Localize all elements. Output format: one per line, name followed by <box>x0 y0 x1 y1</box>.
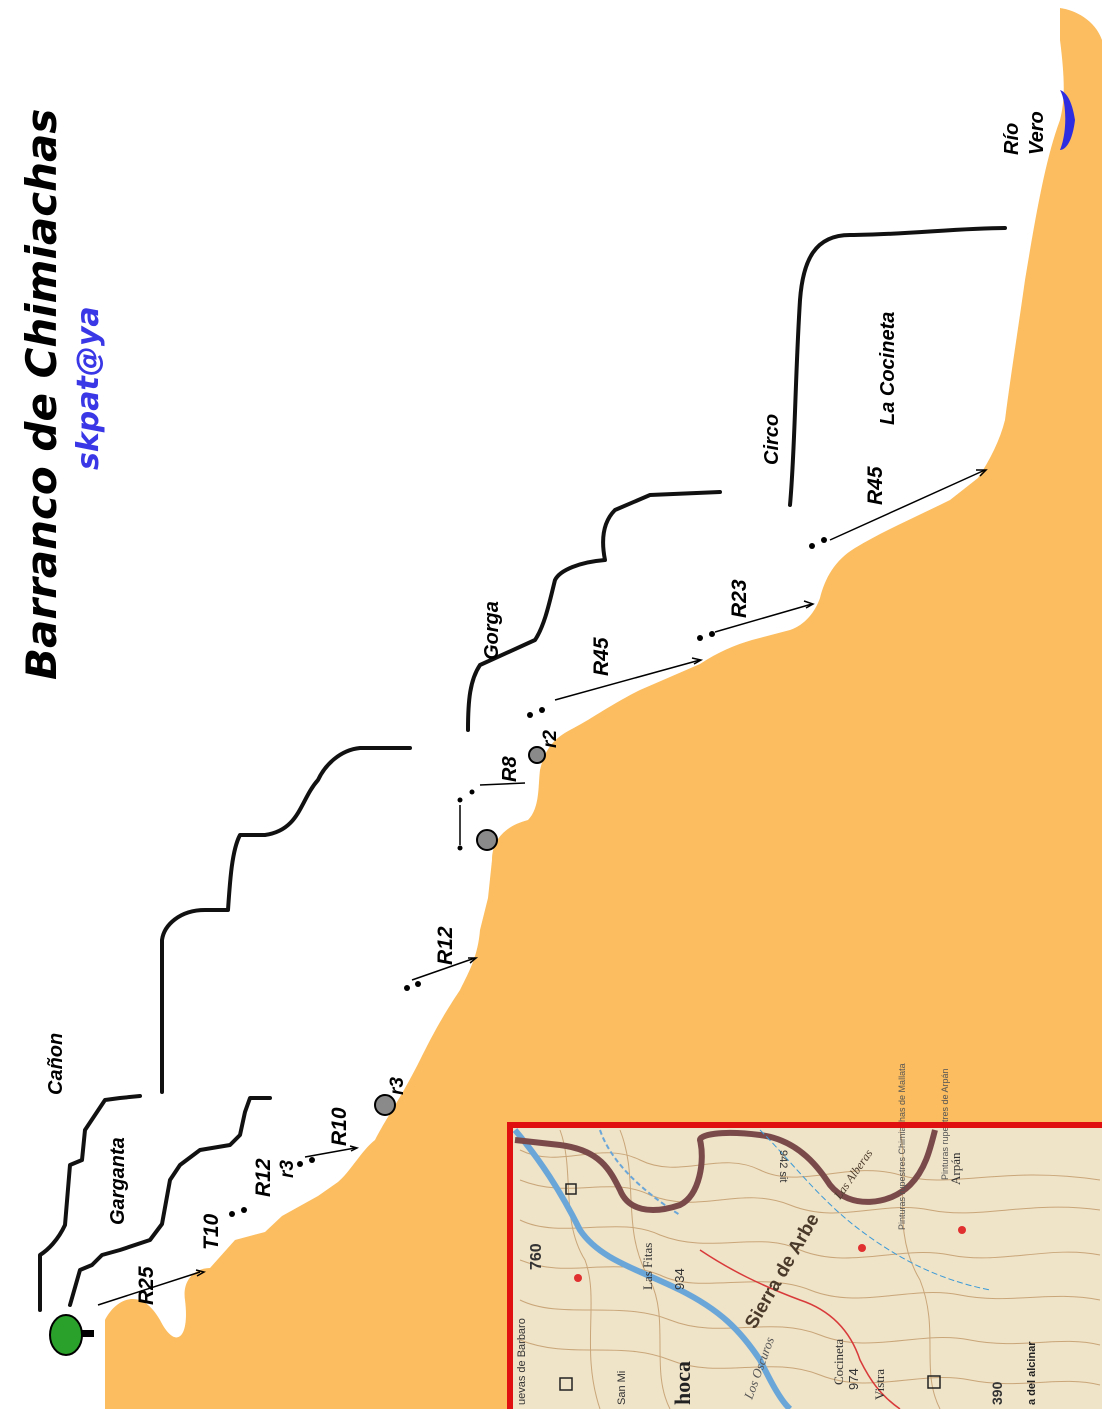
rappel-r3b: r3 <box>387 1077 408 1095</box>
map-label-arpan: Arpán <box>948 1152 963 1185</box>
label-garganta: Garganta <box>107 1137 129 1225</box>
rope-lines <box>97 469 988 1306</box>
label-gorga: Gorga <box>481 601 503 660</box>
map-label-cocineta: Cocineta <box>831 1339 846 1385</box>
rappel-r45a: R45 <box>590 637 613 676</box>
label-cocineta: La Cocineta <box>877 312 899 425</box>
rappel-r12a: R12 <box>252 1158 275 1197</box>
label-circo: Circo <box>761 414 783 465</box>
map-label-pinturas1: Pinturas rupestres Chimiachas de Mallata <box>897 1063 907 1230</box>
author-credit: skpat@ya <box>71 306 106 470</box>
map-label-934: 934 <box>672 1268 687 1290</box>
map-label-sanmiguel: San Mi <box>616 1371 628 1405</box>
page-title: Barranco de Chimiachas <box>17 109 66 680</box>
rappel-r25: R25 <box>135 1266 158 1305</box>
river-water <box>1060 90 1075 150</box>
map-label-sit942: 942 sit <box>777 1150 789 1182</box>
rappel-r45b: R45 <box>864 466 887 505</box>
label-vero: Vero <box>1026 111 1048 155</box>
rappel-r12b: R12 <box>434 926 457 965</box>
tree-icon <box>49 1314 94 1356</box>
canyon-rock-profile <box>105 8 1102 1409</box>
section-labels: Cañon Garganta Gorga Circo La Cocineta R… <box>45 111 1048 1225</box>
rappel-r3a: r3 <box>277 1160 298 1178</box>
map-label-974: 974 <box>846 1368 861 1390</box>
anchors <box>229 537 827 1217</box>
map-label-760: 760 <box>528 1243 545 1270</box>
rappel-r8: R8 <box>499 756 521 782</box>
map-label-vistra: Vistra <box>872 1369 887 1400</box>
rappel-r2: r2 <box>540 730 561 748</box>
inset-map: 760 934 974 390 Sierra de Arbe Los Oscur… <box>507 1063 1102 1409</box>
map-label-chocar: hoca <box>670 1361 695 1405</box>
rappel-r23: R23 <box>728 579 751 618</box>
label-rio: Río <box>1001 123 1023 155</box>
rappel-r10: R10 <box>328 1107 351 1146</box>
map-label-lasfitas: Las Fitas <box>640 1243 655 1290</box>
map-label-390: 390 <box>989 1381 1005 1405</box>
label-canon: Cañon <box>45 1033 67 1095</box>
map-label-calcinar: a del alcinar <box>1026 1341 1038 1405</box>
boulders <box>374 746 546 1116</box>
rappel-t10: T10 <box>200 1213 223 1250</box>
map-label-barbarol: uevas de Barbaro <box>516 1318 528 1405</box>
rappel-labels: R25 T10 R12 r3 R10 r3 R12 R8 r2 R45 R23 … <box>135 466 887 1305</box>
canyon-walls <box>38 226 1007 1312</box>
